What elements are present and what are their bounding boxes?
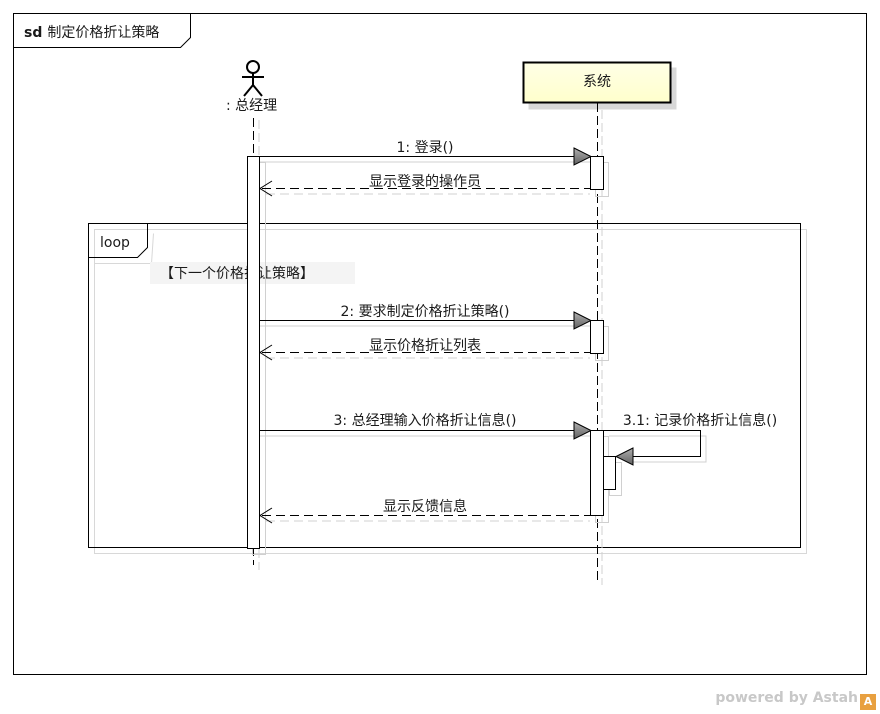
message-label: 显示登录的操作员 — [369, 174, 481, 190]
loop-shadow — [94, 229, 807, 554]
system-box — [522, 61, 672, 104]
sd-frame: sd 制定价格折让策略 — [13, 13, 867, 675]
message-2-request: 2: 要求制定价格折让策略() — [260, 303, 593, 330]
actor-activation — [247, 156, 260, 549]
sync-arrowhead-icon — [573, 311, 593, 330]
loop-guard: 【下一个价格折让策略】 — [160, 265, 314, 282]
loop-operator: loop — [100, 235, 130, 251]
system-activation-nested — [603, 456, 616, 490]
sd-frame-border — [13, 13, 867, 675]
sync-arrowhead-icon — [614, 447, 634, 466]
sync-arrowhead-icon — [573, 421, 593, 440]
sd-frame-title: sd 制定价格折让策略 — [24, 24, 159, 41]
watermark-text: powered by Astah — [715, 690, 858, 706]
open-arrowhead-icon — [259, 344, 273, 361]
astah-logo-icon: A — [860, 694, 876, 710]
message-1-login: 1: 登录() — [260, 140, 593, 166]
open-arrowhead-icon — [259, 507, 273, 524]
actor-name: : 总经理 — [226, 98, 277, 114]
actor-manager: : 总经理 — [226, 60, 277, 114]
system-name: 系统 — [583, 74, 611, 90]
messages: 1: 登录() 显示登录的操作员 2: 要求制定价格折让策略() 显示价格折让列… — [259, 140, 777, 524]
loop-border — [88, 223, 801, 548]
message-label: 显示价格折让列表 — [369, 338, 481, 354]
loop-tab — [88, 223, 148, 258]
system-activation-1 — [590, 156, 604, 190]
system-activation-3 — [590, 430, 604, 516]
message-3-input: 3: 总经理输入价格折让信息() — [260, 412, 593, 440]
message-label: 1: 登录() — [397, 140, 454, 156]
sd-frame-name: 制定价格折让策略 — [47, 24, 159, 41]
sync-arrowhead-icon — [573, 147, 593, 166]
sd-frame-tab — [13, 13, 191, 48]
sd-frame-keyword: sd — [24, 25, 42, 41]
message-label: 2: 要求制定价格折让策略() — [341, 303, 510, 320]
message-reply-3: 显示反馈信息 — [259, 498, 590, 524]
system-activation-2 — [590, 320, 604, 354]
system-lifeline-head: 系统 — [522, 61, 677, 110]
message-3-1-self: 3.1: 记录价格折让信息() — [603, 412, 777, 466]
message-label: 3.1: 记录价格折让信息() — [623, 412, 777, 429]
message-reply-1: 显示登录的操作员 — [259, 174, 590, 197]
actor-stick-figure-icon — [242, 60, 264, 97]
message-label: 3: 总经理输入价格折让信息() — [334, 412, 517, 429]
message-reply-2: 显示价格折让列表 — [259, 338, 590, 361]
message-label: 显示反馈信息 — [383, 498, 467, 515]
open-arrowhead-icon — [259, 180, 273, 197]
activations — [247, 156, 622, 555]
